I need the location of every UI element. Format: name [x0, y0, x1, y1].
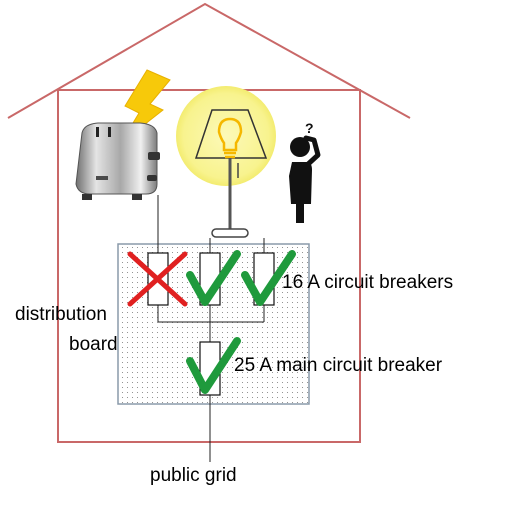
green-check-icon	[241, 250, 296, 306]
confused-person-icon: ?	[289, 120, 321, 223]
public-grid-label: public grid	[150, 465, 237, 486]
svg-text:?: ?	[305, 120, 314, 136]
toaster-icon	[75, 122, 160, 200]
wiring	[157, 195, 265, 462]
red-cross-icon	[127, 251, 188, 307]
lamp-icon	[176, 86, 276, 238]
green-check-icon	[186, 337, 241, 394]
circuit-breakers-label: 16 A circuit breakers	[282, 272, 454, 293]
main-breaker-label: 25 A main circuit breaker	[234, 355, 443, 376]
distribution-board-label-line2: board	[69, 334, 118, 355]
distribution-board-label-line1: distribution	[15, 304, 107, 325]
green-check-icon	[186, 250, 241, 306]
